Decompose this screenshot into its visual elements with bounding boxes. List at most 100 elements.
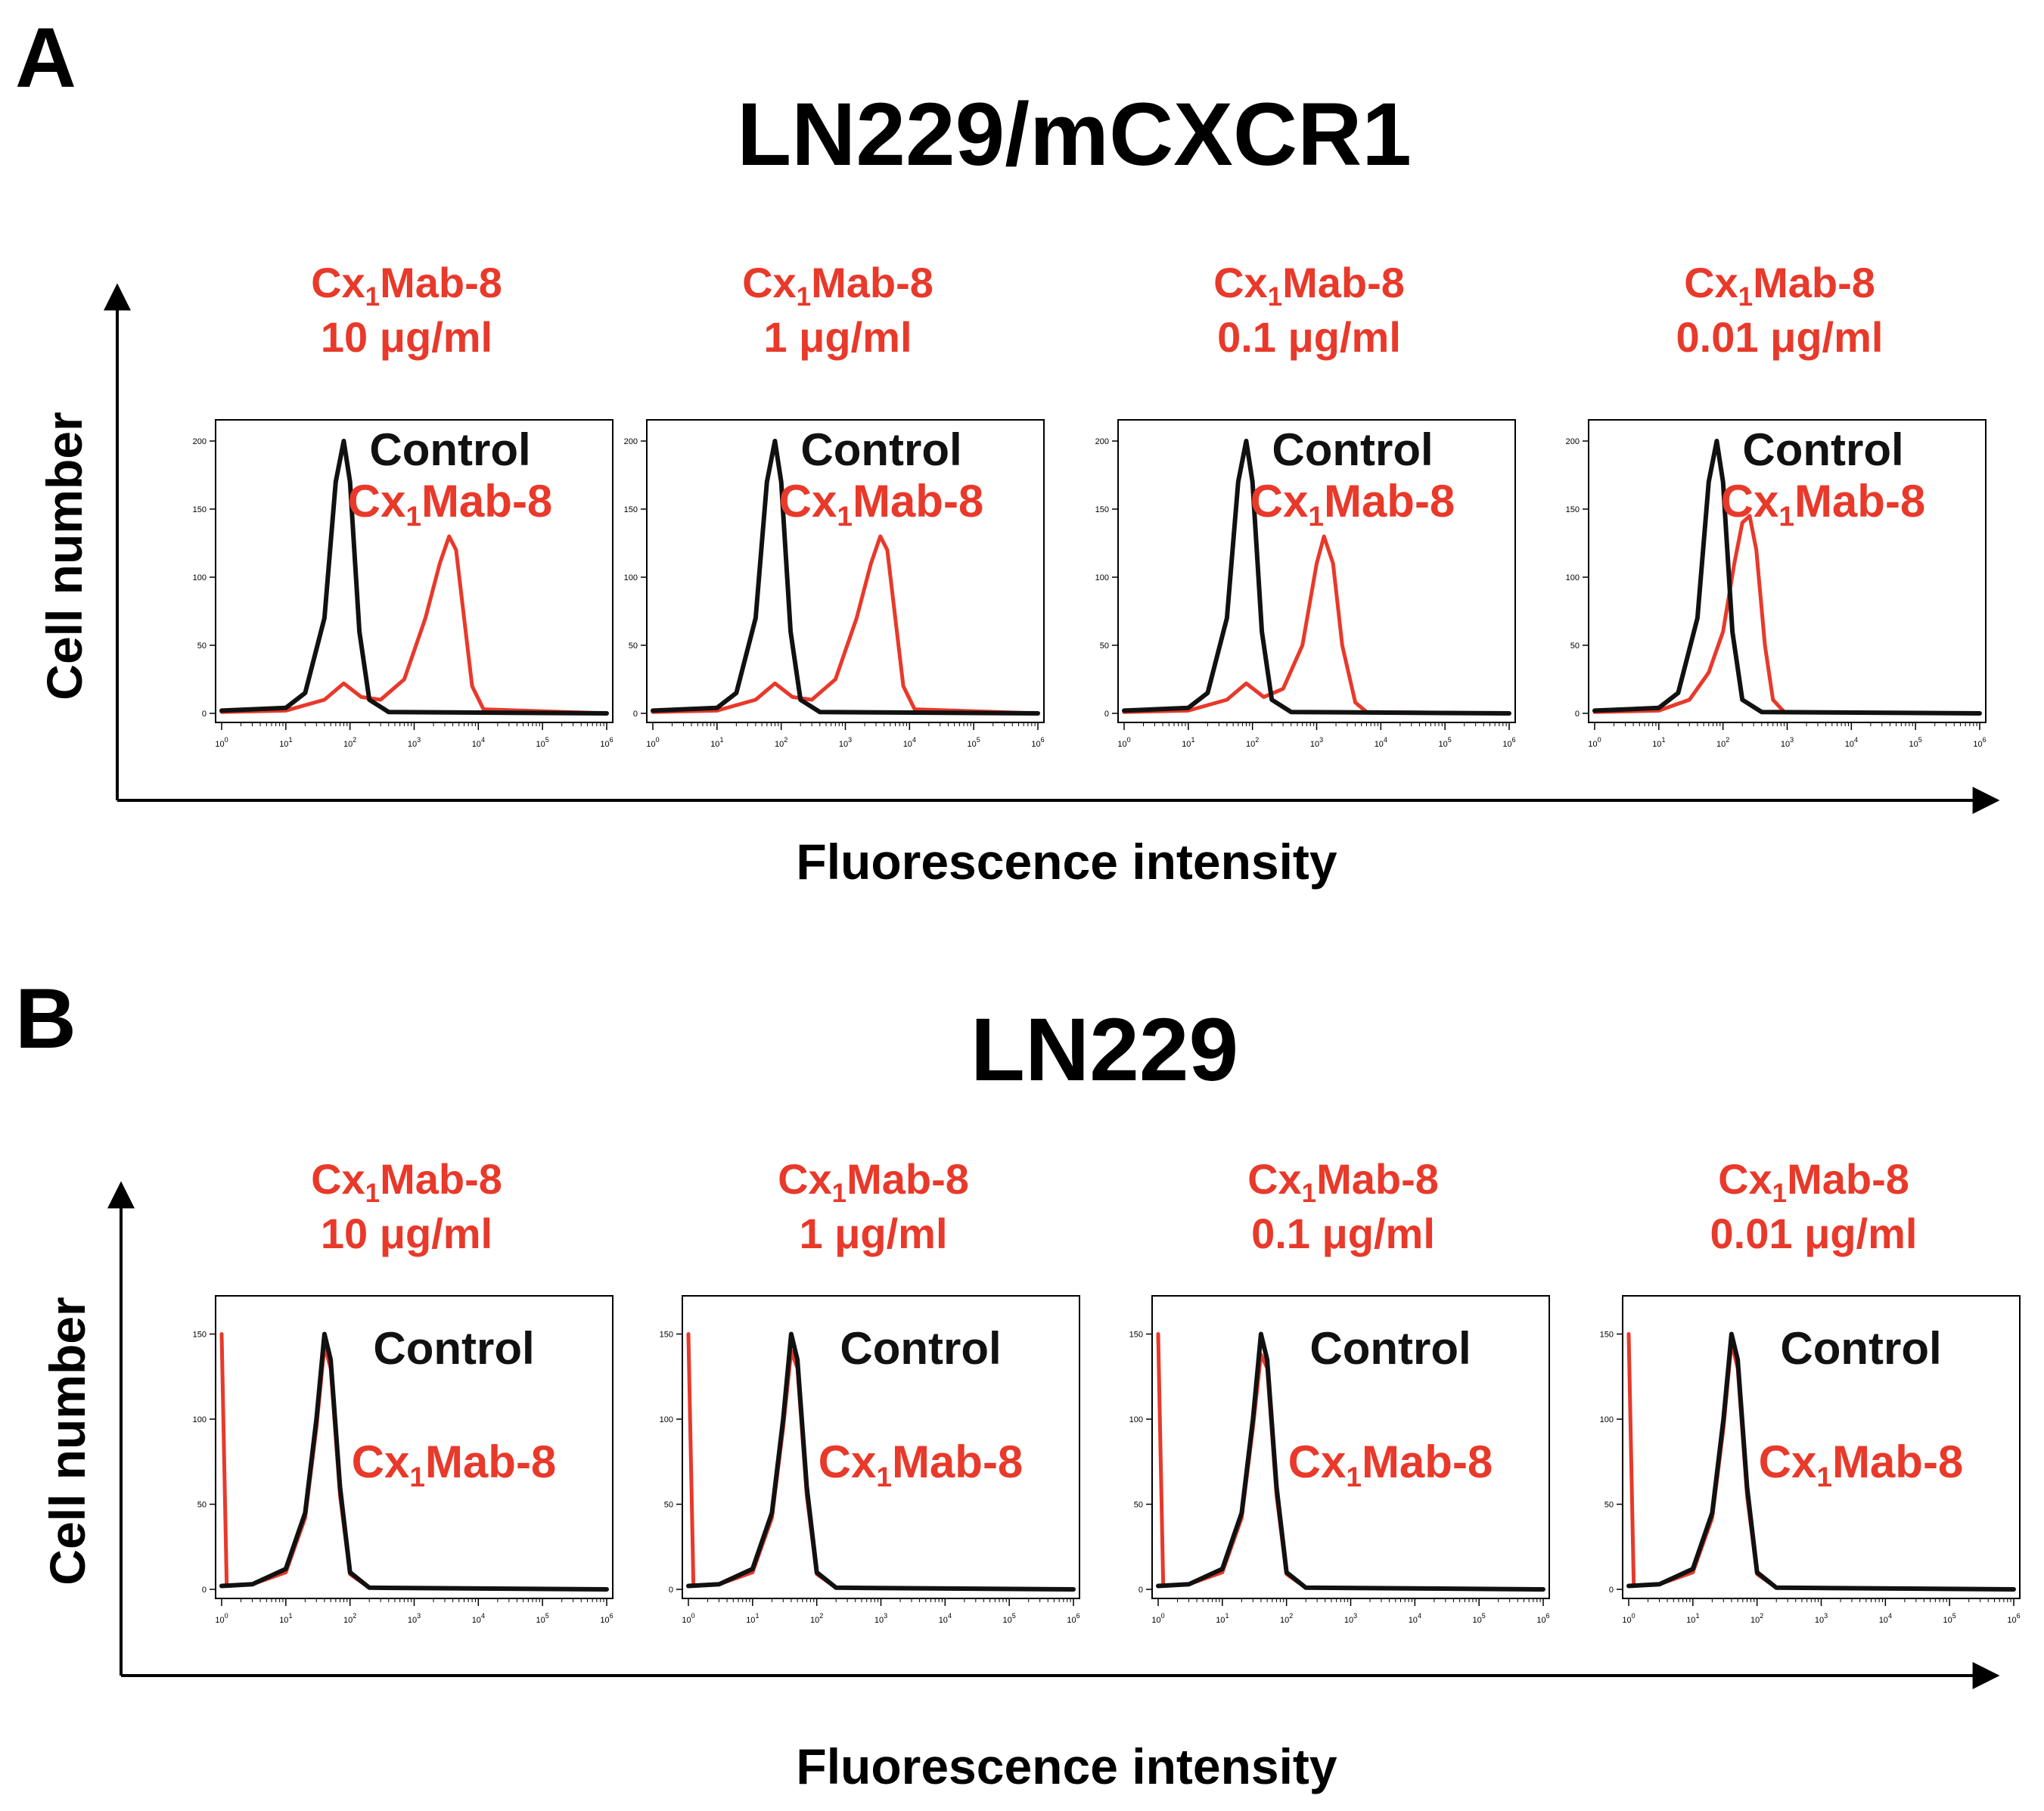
y-tick-label: 100 [1566,573,1580,582]
y-tick-label: 150 [624,505,638,514]
legend-antibody-label: Cx1Mab-8 [1721,476,1926,532]
x-tick-label: 105 [1439,736,1452,749]
control-histogram-line [1122,439,1511,716]
panel-b-y-label: Cell number [39,1297,95,1585]
panel-b-x-label: Fluorescence intensity [796,1738,1337,1794]
antibody-histogram-line [651,534,1040,716]
x-tick-label: 106 [1536,1612,1549,1625]
y-tick-label: 150 [1566,505,1580,514]
legend-antibody-label: Cx1Mab-8 [352,1437,557,1493]
y-tick-label: 100 [1095,573,1109,582]
panel-a-title: LN229/mCXCR1 [737,85,1412,185]
y-tick-label: 100 [660,1415,673,1424]
y-tick-label: 50 [629,641,638,651]
x-tick-label: 106 [1067,1612,1079,1625]
x-tick-label: 105 [1003,1612,1016,1625]
panel-a-y-label: Cell number [36,412,92,700]
y-tick-label: 50 [1604,1501,1614,1510]
x-tick-label: 102 [775,736,787,749]
header-concentration-label: 1 μg/ml [763,313,912,361]
x-tick-label: 105 [536,736,549,749]
legend-control-label: Control [1780,1323,1941,1374]
x-tick-label: 100 [1151,1612,1164,1625]
antibody-histogram-line [1592,514,1982,716]
panel-letter-b: B [15,971,76,1066]
y-tick-label: 50 [197,1501,207,1510]
x-tick-label: 101 [710,736,723,749]
x-tick-label: 101 [1686,1612,1699,1625]
x-tick-label: 100 [1622,1612,1635,1625]
x-tick-label: 102 [343,1612,356,1625]
header-concentration-label: 0.1 μg/ml [1251,1210,1435,1257]
y-tick-label: 100 [193,1415,207,1424]
x-tick-label: 102 [810,1612,823,1625]
x-tick-label: 104 [1879,1612,1892,1625]
y-tick-label: 200 [624,437,638,446]
y-tick-label: 0 [669,1586,673,1595]
legend-antibody-label: Cx1Mab-8 [779,476,984,532]
y-tick-label: 0 [202,710,207,719]
control-histogram-line [686,1331,1076,1592]
legend-antibody-label: Cx1Mab-8 [348,476,553,532]
control-histogram-line [219,439,609,716]
x-tick-label: 106 [1031,736,1044,749]
legend-control-label: Control [369,424,530,475]
panel-a-x-label: Fluorescence intensity [796,834,1337,890]
legend-control-label: Control [1742,424,1903,475]
x-tick-label: 106 [1502,736,1515,749]
x-tick-label: 104 [472,736,485,749]
y-tick-label: 50 [1134,1501,1143,1510]
y-tick-label: 50 [197,641,207,651]
x-tick-label: 103 [1781,736,1794,749]
x-tick-label: 100 [215,736,228,749]
y-tick-label: 200 [1566,437,1580,446]
legend-control-label: Control [840,1323,1001,1374]
control-histogram-line [1156,1331,1545,1592]
x-tick-label: 105 [536,1612,549,1625]
legend-control-label: Control [373,1323,534,1374]
y-tick-label: 50 [1100,641,1109,651]
y-tick-label: 150 [1129,1331,1143,1340]
y-tick-label: 0 [633,710,638,719]
y-tick-label: 0 [1609,1586,1614,1595]
x-tick-label: 103 [408,1612,421,1625]
antibody-histogram-line [1122,534,1511,716]
y-tick-label: 100 [1129,1415,1143,1424]
x-tick-label: 103 [839,736,852,749]
x-tick-label: 101 [1182,736,1194,749]
x-tick-label: 104 [939,1612,952,1625]
y-tick-label: 150 [1095,505,1109,514]
x-tick-label: 106 [1973,736,1986,749]
x-tick-label: 100 [215,1612,228,1625]
legend-control-label: Control [1309,1323,1471,1374]
x-tick-label: 105 [1473,1612,1486,1625]
x-tick-label: 101 [279,736,292,749]
x-tick-label: 104 [1375,736,1387,749]
header-antibody-label: Cx1Mab-8 [311,1155,502,1208]
y-tick-label: 150 [660,1331,673,1340]
x-tick-label: 102 [1716,736,1729,749]
x-tick-label: 100 [1588,736,1601,749]
x-tick-label: 102 [1750,1612,1763,1625]
panel-letter-a: A [15,11,76,105]
x-tick-label: 103 [1310,736,1323,749]
x-tick-label: 103 [874,1612,887,1625]
y-tick-label: 200 [193,437,207,446]
x-tick-label: 104 [903,736,916,749]
x-tick-label: 105 [968,736,980,749]
header-antibody-label: Cx1Mab-8 [311,259,502,312]
header-antibody-label: Cx1Mab-8 [1684,259,1875,312]
x-tick-label: 105 [1909,736,1922,749]
control-histogram-line [1626,1331,2016,1592]
header-antibody-label: Cx1Mab-8 [778,1155,969,1208]
legend-control-label: Control [1272,424,1433,475]
x-tick-label: 103 [408,736,421,749]
x-tick-label: 106 [600,1612,613,1625]
header-antibody-label: Cx1Mab-8 [1247,1155,1439,1208]
y-tick-label: 0 [1104,710,1109,719]
x-tick-label: 102 [1280,1612,1293,1625]
legend-antibody-label: Cx1Mab-8 [1250,476,1455,532]
